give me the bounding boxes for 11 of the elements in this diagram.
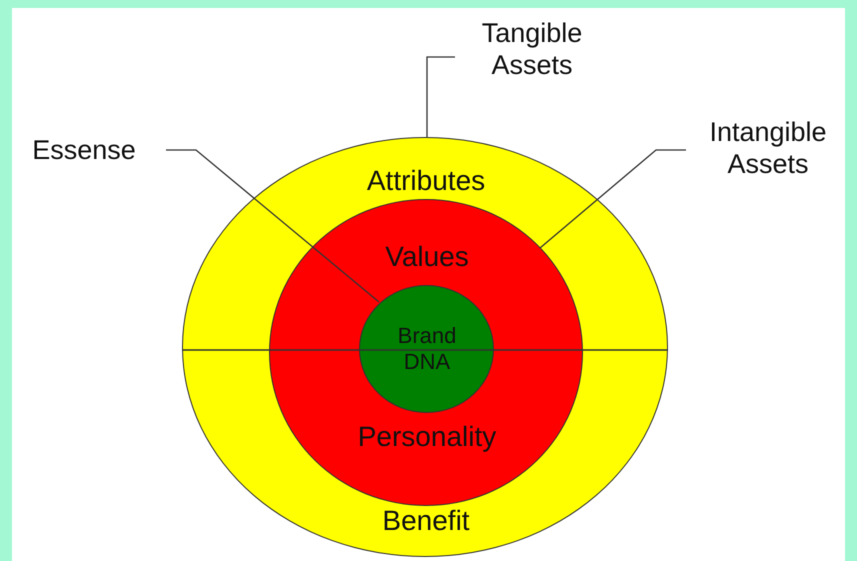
- ring-label: Brand DNA: [396, 322, 458, 376]
- callout-label: Tangible Assets: [480, 16, 584, 82]
- leader-line: [166, 149, 380, 302]
- callout-label: Intangible Assets: [708, 116, 828, 180]
- ring-label: Personality: [356, 420, 498, 454]
- leader-line: [540, 149, 686, 248]
- ring-label: Values: [384, 240, 470, 274]
- ring-label: Benefit: [381, 504, 471, 538]
- ring-label: Attributes: [366, 164, 486, 198]
- callout-label: Essense: [31, 134, 137, 166]
- leader-line: [426, 56, 455, 137]
